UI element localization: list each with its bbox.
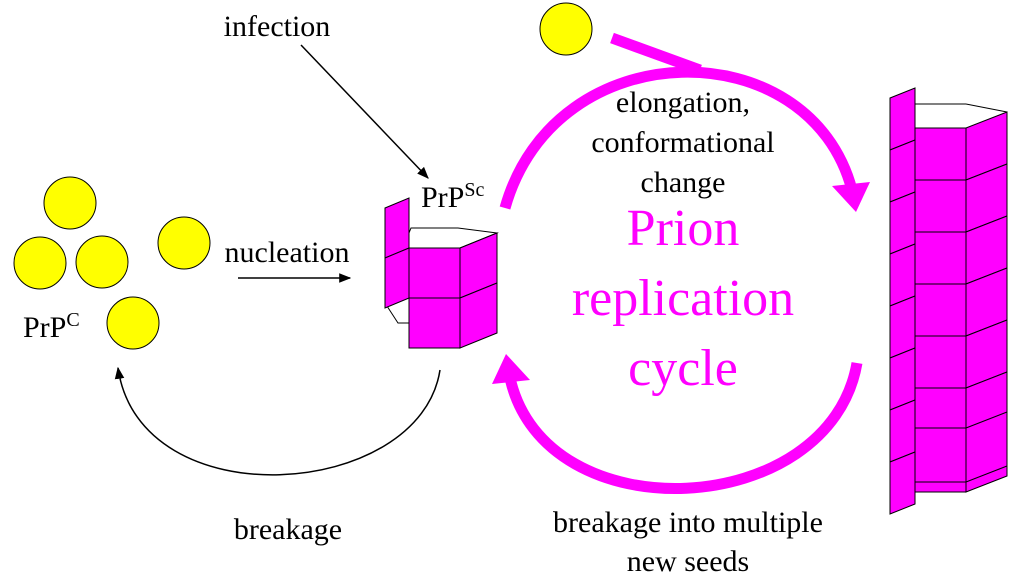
fibril-front-cell-2	[914, 179, 967, 233]
breakage-multi-label-2: new seeds	[627, 545, 749, 578]
prpc-label-sup: C	[66, 309, 79, 331]
fibril-outline-top-2	[965, 103, 1008, 113]
seed-front-cell-2	[408, 297, 461, 349]
fibril-right-cell-8	[965, 411, 1008, 483]
monomer-2	[13, 236, 67, 290]
seed-right-cell-2	[459, 282, 498, 349]
fibril-left-cell-7	[889, 451, 916, 515]
elongation-label-3: change	[641, 166, 726, 199]
fibril-front-cell-3	[914, 231, 967, 285]
cycle-title-3: cycle	[628, 340, 738, 397]
cycle-title-2: replication	[572, 270, 794, 327]
fibril-left-cell-4	[889, 295, 916, 359]
prpsc-label-base: PrP	[421, 181, 464, 214]
fibril-flap	[889, 87, 916, 151]
fibril-left-cell-3	[889, 243, 916, 307]
cycle-arrow-top-head	[832, 182, 870, 212]
monomer-incoming	[539, 2, 593, 56]
breakage-arrow	[114, 366, 441, 476]
seed-front-cell-1	[408, 247, 461, 299]
elongation-label-1: elongation,	[616, 86, 750, 119]
monomer-1	[43, 176, 97, 230]
monomer-5	[106, 296, 160, 350]
cycle-arrow-top	[499, 66, 858, 210]
prpc-monomers	[13, 2, 593, 350]
prpc-label-base: PrP	[23, 311, 66, 344]
prpsc-seed	[384, 197, 499, 349]
prpsc-label-sup: Sc	[464, 179, 484, 201]
cycle-title-1: Prion	[627, 200, 740, 257]
breakage-label: breakage	[234, 513, 342, 546]
fibril-front-cell-1	[914, 127, 967, 181]
seed-outline-bottom	[384, 302, 410, 324]
cycle-arrow-bottom	[504, 362, 863, 495]
seed-left-cell-1	[384, 247, 410, 309]
elongation-label-2: conformational	[591, 126, 774, 159]
prpsc-label: PrPSc	[421, 179, 484, 214]
prpc-label: PrPC	[23, 309, 80, 344]
infection-label: infection	[224, 10, 331, 43]
fibril-front-cell-8	[914, 427, 967, 483]
breakage-multi-label-1: breakage into multiple	[553, 506, 823, 539]
monomer-3	[75, 235, 129, 289]
prpsc-fibril	[889, 87, 1008, 515]
infection-arrow	[300, 44, 429, 179]
nucleation-label: nucleation	[225, 236, 350, 269]
cycle-arrow-bottom-head	[492, 354, 530, 384]
fibril-front-cell-5	[914, 335, 967, 389]
fibril-left-cell-6	[889, 399, 916, 463]
fibril-left-cell-5	[889, 347, 916, 411]
fibril-front-cell-4	[914, 283, 967, 337]
cycle-arrow-top-tail	[610, 32, 702, 76]
monomer-4	[157, 216, 211, 270]
fibril-left-cell-2	[889, 191, 916, 255]
fibril-left-cell-1	[889, 139, 916, 203]
